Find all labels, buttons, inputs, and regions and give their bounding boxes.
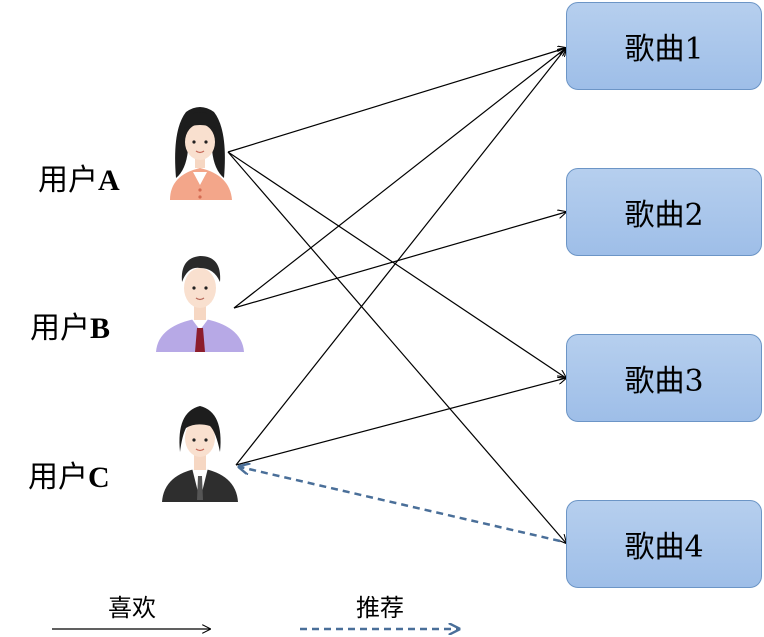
user-label-prefix: 用户 [28,460,88,495]
woman-long-hair-avatar-icon [170,107,232,200]
song-box-3: 歌曲3 [566,334,762,422]
user-label-letter: C [88,461,110,494]
legend-like-label: 喜欢 [108,594,156,622]
song-label: 歌曲3 [624,364,704,399]
like-edge-c-7 [235,378,566,466]
user-label-c: 用户C [28,460,110,496]
song-label: 歌曲1 [624,32,704,67]
song-label: 歌曲2 [624,198,704,233]
recommend-edge-1 [240,467,561,543]
like-edge-c-6 [235,48,566,466]
edges-layer [227,48,566,543]
man-tie-avatar-icon [156,256,244,352]
like-edge-b-4 [233,48,566,309]
user-label-letter: A [98,164,120,197]
song-box-4: 歌曲4 [566,500,762,588]
woman-suit-avatar-icon [162,406,238,502]
like-edge-b-5 [233,212,566,309]
legend-recommend-label: 推荐 [356,594,404,622]
user-label-a: 用户A [38,163,120,199]
user-label-prefix: 用户 [30,311,90,346]
song-box-1: 歌曲1 [566,2,762,90]
like-edge-a-3 [227,151,566,543]
user-label-prefix: 用户 [38,163,98,198]
song-box-2: 歌曲2 [566,168,762,256]
like-edge-a-2 [227,151,566,378]
like-edge-a-1 [227,48,566,153]
user-label-letter: B [90,312,111,345]
user-label-b: 用户B [30,311,110,347]
song-label: 歌曲4 [624,530,704,565]
